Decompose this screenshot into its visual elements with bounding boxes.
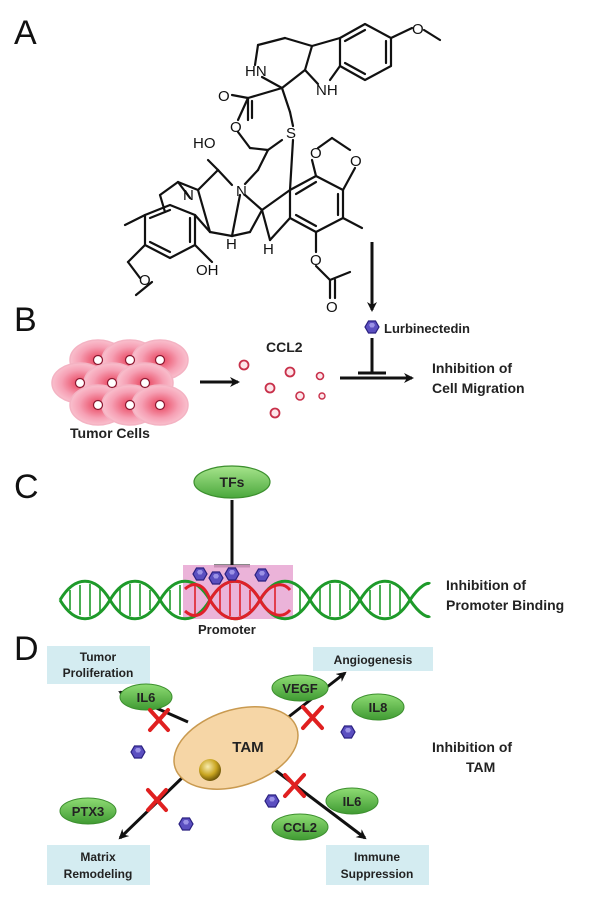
ccl2-pill <box>271 813 329 841</box>
panel-d-result-line2: TAM <box>466 759 495 775</box>
tfs-label: TFs <box>220 474 245 490</box>
il6-pill-bottom <box>325 787 379 815</box>
svg-text:H: H <box>263 241 274 258</box>
svg-text:Tumor: Tumor <box>80 650 117 664</box>
panel-b-result-line2: Cell Migration <box>432 380 525 396</box>
svg-text:IL6: IL6 <box>137 690 156 705</box>
svg-text:Angiogenesis: Angiogenesis <box>334 653 413 667</box>
svg-text:N: N <box>236 183 247 200</box>
tam-nucleus <box>199 759 221 781</box>
svg-text:Suppression: Suppression <box>341 867 414 881</box>
svg-text:O: O <box>350 153 362 170</box>
box-tumor-proliferation <box>47 646 150 684</box>
svg-text:PTX3: PTX3 <box>72 804 105 819</box>
lurbinectedin-structure <box>123 22 442 300</box>
panel-b-result-line1: Inhibition of <box>432 360 512 376</box>
svg-text:OH: OH <box>196 262 219 279</box>
lurbinectedin-marker <box>364 320 380 334</box>
tfs-pill <box>193 465 271 499</box>
box-matrix-remodeling <box>47 845 150 885</box>
svg-text:Immune: Immune <box>354 850 400 864</box>
svg-text:VEGF: VEGF <box>282 681 317 696</box>
svg-text:O: O <box>218 88 230 105</box>
panel-label-c: C <box>14 468 39 506</box>
tumor-cell-cluster <box>51 339 189 426</box>
box-immune-suppression <box>326 845 429 885</box>
svg-text:O: O <box>310 145 322 162</box>
il6-pill-top <box>119 683 173 711</box>
panel-c-result-line1: Inhibition of <box>446 577 526 593</box>
tam-label: TAM <box>232 739 263 756</box>
dna-helix <box>58 579 432 621</box>
svg-text:IL8: IL8 <box>369 700 388 715</box>
svg-text:Remodeling: Remodeling <box>64 867 133 881</box>
svg-text:Matrix: Matrix <box>80 850 116 864</box>
structure-atom-labels: HN NH O O O S HO N N H H O O O O OH O <box>139 21 424 316</box>
panel-label-d: D <box>14 630 39 668</box>
promoter-label: Promoter <box>198 622 256 637</box>
svg-text:CCL2: CCL2 <box>283 820 317 835</box>
ccl2-label: CCL2 <box>266 339 303 355</box>
svg-text:O: O <box>139 272 151 289</box>
tumor-cells-label: Tumor Cells <box>70 425 150 441</box>
ptx3-pill <box>59 797 117 825</box>
svg-text:HN: HN <box>245 63 267 80</box>
panel-d-result-line1: Inhibition of <box>432 739 512 755</box>
svg-text:O: O <box>412 21 424 38</box>
svg-text:N: N <box>183 187 194 204</box>
svg-text:O: O <box>230 119 242 136</box>
svg-text:S: S <box>286 125 296 142</box>
svg-text:O: O <box>310 252 322 269</box>
svg-text:Proliferation: Proliferation <box>63 666 134 680</box>
svg-text:HO: HO <box>193 135 216 152</box>
svg-text:IL6: IL6 <box>343 794 362 809</box>
vegf-pill <box>271 674 329 702</box>
panel-c-result-line2: Promoter Binding <box>446 597 564 613</box>
svg-text:H: H <box>226 236 237 253</box>
panel-label-b: B <box>14 301 37 339</box>
box-angiogenesis <box>313 647 433 671</box>
il8-pill <box>351 693 405 721</box>
panel-label-a: A <box>14 14 37 52</box>
svg-text:O: O <box>326 299 338 316</box>
ccl2-particles <box>238 359 326 419</box>
svg-text:NH: NH <box>316 82 338 99</box>
red-x-marks <box>146 705 324 812</box>
lurbinectedin-label: Lurbinectedin <box>384 321 470 336</box>
